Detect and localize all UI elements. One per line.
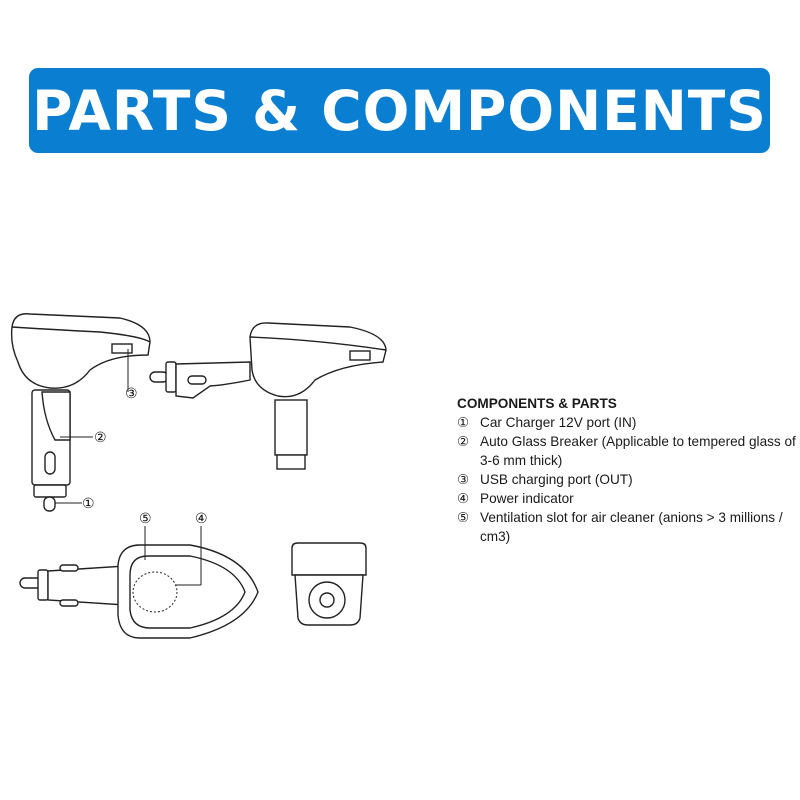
legend-item: ① Car Charger 12V port (IN) (457, 413, 800, 432)
components-legend: COMPONENTS & PARTS ① Car Charger 12V port… (457, 394, 800, 546)
legend-item: ② Auto Glass Breaker (Applicable to tempe… (457, 432, 800, 470)
diagram-top-view (19, 526, 259, 639)
legend-number: ② (457, 434, 470, 449)
legend-heading: COMPONENTS & PARTS (457, 396, 617, 411)
legend-number: ① (457, 415, 470, 430)
legend-item: ③ USB charging port (OUT) (457, 470, 800, 489)
title-banner: PARTS & COMPONENTS (29, 68, 770, 153)
diagram-side-view (149, 322, 387, 470)
diagram-upright-view (10, 313, 151, 512)
callout-3: ③ (125, 386, 138, 402)
legend-text: USB charging port (OUT) (480, 472, 633, 487)
callout-5: ⑤ (139, 511, 152, 527)
legend-number: ③ (457, 472, 470, 487)
legend-text: Car Charger 12V port (IN) (480, 415, 637, 430)
diagram-front-view (291, 542, 367, 626)
legend-text: Power indicator (480, 491, 574, 506)
legend-number: ⑤ (457, 510, 470, 525)
legend-text: Auto Glass Breaker (Applicable to temper… (480, 434, 796, 468)
page-title: PARTS & COMPONENTS (32, 78, 767, 143)
callout-2: ② (94, 430, 107, 446)
legend-number: ④ (457, 491, 470, 506)
callout-4: ④ (195, 511, 208, 527)
legend-item: ⑤ Ventilation slot for air cleaner (anion… (457, 508, 800, 546)
legend-item: ④ Power indicator (457, 489, 800, 508)
callout-1: ① (82, 496, 95, 512)
legend-text: Ventilation slot for air cleaner (anions… (480, 510, 783, 544)
